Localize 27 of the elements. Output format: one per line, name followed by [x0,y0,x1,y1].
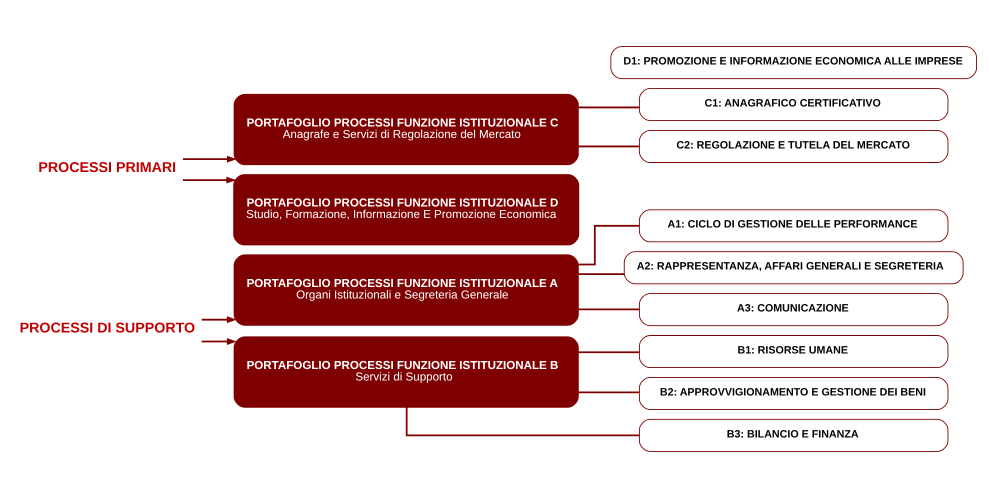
node-box: C2: REGOLAZIONE E TUTELA DEL MERCATO [638,129,948,162]
connector [578,145,640,147]
arrow [202,338,237,344]
node-box: B2: APPROVVIGIONAMENTO E GESTIONE DEI BENI [638,376,948,410]
connector [578,390,640,393]
node-box: A2: RAPPRESENTANZA, AFFARI GENERALI E SEGRETERIA [624,250,964,284]
arrow [182,176,236,184]
node-text: PROCESSI DI SUPPORTO [20,320,196,336]
node-box: A3: COMUNICAZIONE [638,292,948,326]
arrow [202,316,237,323]
node-box: A1: CICLO DI GESTIONE DELLE PERFORMANCE [638,208,948,242]
node-box: PORTAFOGLIO PROCESSI FUNZIONE ISTITUZIONALE C Anagrafe e Servizi di Regolazione del Mercato [234,93,579,165]
arrow [182,155,237,162]
node-box: B1: RISORSE UMANE [638,334,948,368]
connector [578,224,640,265]
node-box: PORTAFOGLIO PROCESSI FUNZIONE ISTITUZIONALE A Organi Istituzionali e Segreteria Generale [234,254,579,326]
node-box: PORTAFOGLIO PROCESSI FUNZIONE ISTITUZIONALE B Servizi di Supporto [234,336,579,408]
node-box: D1: PROMOZIONE E INFORMAZIONE ECONOMICA ALLE IMPRESE [610,46,977,79]
connector [578,272,624,275]
node-box: B3: BILANCIO E FINANZA [638,418,948,452]
node-box: C1: ANAGRAFICO CERTIFICATIVO [638,88,948,121]
connector [578,308,640,310]
connector [578,106,640,108]
node-box: PORTAFOGLIO PROCESSI FUNZIONE ISTITUZIONALE D Studio, Formazione, Informazione E Promozione Economica [233,174,580,245]
node-text: PROCESSI PRIMARI [38,160,176,176]
connector [578,350,640,353]
connector [406,406,640,436]
